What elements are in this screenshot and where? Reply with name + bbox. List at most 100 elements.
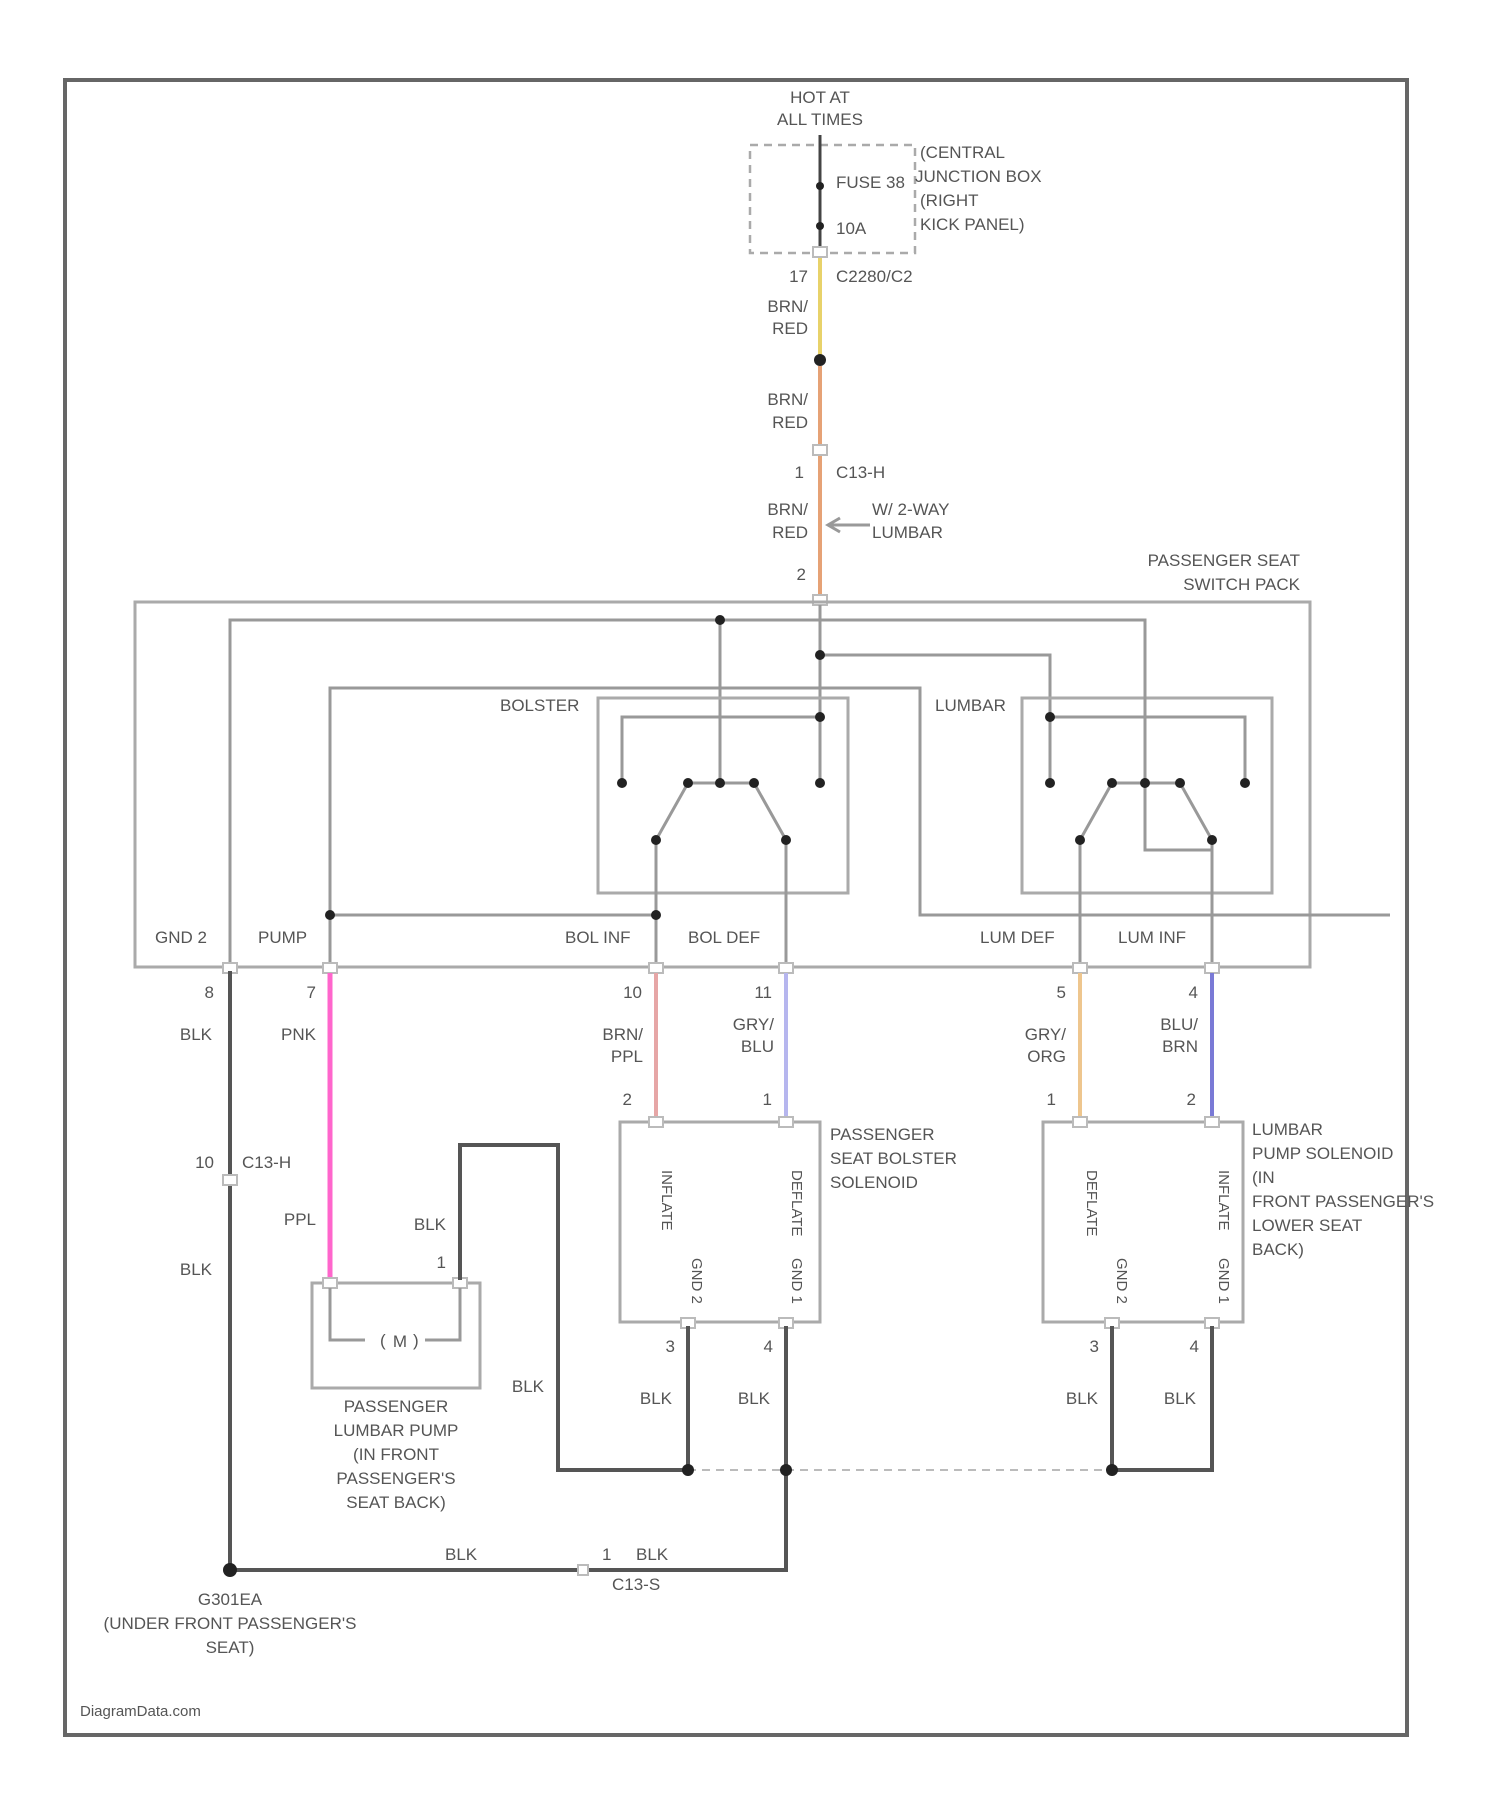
pin-label-bol-inf: BOL INF bbox=[565, 928, 631, 947]
lumdef-pin-number: 5 bbox=[1057, 983, 1066, 1002]
connector-c13h-lower bbox=[223, 1175, 237, 1185]
pump-pin-2: 1 bbox=[437, 1253, 446, 1272]
pump-motor-wire-left bbox=[330, 1288, 365, 1340]
pin-label-gnd2: GND 2 bbox=[155, 928, 207, 947]
wire-label-blk-1: BLK bbox=[180, 1025, 213, 1044]
lumbar-sol-title-3: (IN bbox=[1252, 1168, 1275, 1187]
cjb-label-4: KICK PANEL) bbox=[920, 215, 1025, 234]
connector-c2280 bbox=[813, 247, 827, 257]
splice-top bbox=[814, 354, 826, 366]
c2280-pin: 17 bbox=[789, 267, 808, 286]
wire-label-blk-7: BLK bbox=[1066, 1389, 1099, 1408]
wire-label-red-3: RED bbox=[772, 523, 808, 542]
ground-desc-1: (UNDER FRONT PASSENGER'S bbox=[104, 1614, 357, 1633]
switch-pack-internal-wiring bbox=[230, 605, 1390, 967]
bolster-gnd2-label: GND 2 bbox=[688, 1258, 705, 1304]
wire-label-brn-3: BRN/ bbox=[767, 500, 808, 519]
lumbar-sol-conn-2 bbox=[1205, 1117, 1219, 1127]
c13h-pin: 1 bbox=[795, 463, 804, 482]
luminf-pin-number: 4 bbox=[1189, 983, 1198, 1002]
pump-title-4: PASSENGER'S bbox=[336, 1469, 455, 1488]
bolinf-pin-number: 10 bbox=[623, 983, 642, 1002]
bolster-deflate-label: DEFLATE bbox=[788, 1170, 805, 1236]
pump-title-5: SEAT BACK) bbox=[346, 1493, 446, 1512]
bolster-sol-title-2: SEAT BOLSTER bbox=[830, 1149, 957, 1168]
pump-title-2: LUMBAR PUMP bbox=[334, 1421, 459, 1440]
wire-blk-pump-ground bbox=[460, 1145, 688, 1470]
c13h-lower-label: C13-H bbox=[242, 1153, 291, 1172]
wire-label-gry-org-1: GRY/ bbox=[1025, 1025, 1067, 1044]
pin-label-lum-def: LUM DEF bbox=[980, 928, 1055, 947]
switch-pack-title-1: PASSENGER SEAT bbox=[1148, 551, 1300, 570]
pin-label-lum-inf: LUM INF bbox=[1118, 928, 1186, 947]
bolster-sol-pin-1: 1 bbox=[763, 1090, 772, 1109]
bolster-gnd-pin-4: 4 bbox=[764, 1337, 773, 1356]
switch-pack-title-2: SWITCH PACK bbox=[1183, 575, 1300, 594]
pump-title-3: (IN FRONT bbox=[353, 1445, 439, 1464]
ground-name: G301EA bbox=[198, 1590, 263, 1609]
wire-label-blk-2: BLK bbox=[180, 1260, 213, 1279]
bolster-sol-title-3: SOLENOID bbox=[830, 1173, 918, 1192]
bolster-switch-terminals bbox=[325, 615, 825, 920]
watermark: DiagramData.com bbox=[80, 1703, 201, 1720]
lumbar-gnd-pin-3: 3 bbox=[1090, 1337, 1099, 1356]
pump-motor-wire-right bbox=[425, 1288, 460, 1340]
bolster-gnd-pin-3: 3 bbox=[666, 1337, 675, 1356]
wire-label-blk-8: BLK bbox=[1164, 1389, 1197, 1408]
bolster-sol-title-1: PASSENGER bbox=[830, 1125, 935, 1144]
lumbar-gnd-pin-4: 4 bbox=[1190, 1337, 1199, 1356]
bolster-label: BOLSTER bbox=[500, 696, 579, 715]
connector-c13s bbox=[578, 1565, 588, 1575]
lumbar-sol-title-4: FRONT PASSENGER'S bbox=[1252, 1192, 1434, 1211]
pump-motor-bracket-right: ) bbox=[413, 1331, 419, 1350]
c2280-label: C2280/C2 bbox=[836, 267, 913, 286]
wire-label-blk-4: BLK bbox=[512, 1377, 545, 1396]
w2way-label-1: W/ 2-WAY bbox=[872, 500, 949, 519]
w2way-label-2: LUMBAR bbox=[872, 523, 943, 542]
c13s-pin: 1 bbox=[602, 1545, 611, 1564]
wire-label-gry-blu-1: GRY/ bbox=[733, 1015, 775, 1034]
wire-label-brn-2: BRN/ bbox=[767, 390, 808, 409]
pump-pin-number: 7 bbox=[307, 983, 316, 1002]
lumbar-switch-box bbox=[1022, 698, 1272, 893]
c13s-label: C13-S bbox=[612, 1575, 660, 1594]
wire-label-gry-org-2: ORG bbox=[1027, 1047, 1066, 1066]
boldef-pin-number: 11 bbox=[754, 983, 772, 1002]
hot-label-1: HOT AT bbox=[790, 88, 850, 107]
lumbar-gnd2-label: GND 2 bbox=[1113, 1258, 1130, 1304]
wire-label-red-1: RED bbox=[772, 319, 808, 338]
pump-motor-bracket-left: ( bbox=[380, 1331, 386, 1350]
switch-pack-pin-2: 2 bbox=[797, 565, 806, 584]
c13h-label: C13-H bbox=[836, 463, 885, 482]
bolster-sol-pin-2: 2 bbox=[623, 1090, 632, 1109]
splice-lumbar-gnd bbox=[1106, 1464, 1118, 1476]
lumbar-switch-terminals bbox=[1045, 712, 1250, 845]
wire-label-red-2: RED bbox=[772, 413, 808, 432]
lumbar-sol-pin-1: 1 bbox=[1047, 1090, 1056, 1109]
connector-c13h-top bbox=[813, 445, 827, 455]
lumbar-sol-title-1: LUMBAR bbox=[1252, 1120, 1323, 1139]
bolster-gnd1-label: GND 1 bbox=[788, 1258, 805, 1304]
bolster-inflate-label: INFLATE bbox=[658, 1170, 675, 1231]
lumbar-inflate-label: INFLATE bbox=[1215, 1170, 1232, 1231]
lumbar-sol-title-6: BACK) bbox=[1252, 1240, 1304, 1259]
lumbar-sol-conn-1 bbox=[1073, 1117, 1087, 1127]
wire-label-pnk: PNK bbox=[281, 1025, 317, 1044]
pump-motor-symbol: M bbox=[393, 1332, 407, 1351]
diagram-frame bbox=[65, 80, 1407, 1735]
wire-label-brn-ppl-2: PPL bbox=[611, 1047, 643, 1066]
fuse-amp-label: 10A bbox=[836, 219, 867, 238]
ground-point-g301ea bbox=[223, 1563, 237, 1577]
c13h-lower-pin: 10 bbox=[195, 1153, 214, 1172]
lumbar-sol-pin-2: 2 bbox=[1187, 1090, 1196, 1109]
cjb-label-3: (RIGHT bbox=[920, 191, 979, 210]
bolster-sol-conn-2 bbox=[779, 1117, 793, 1127]
wire-label-brn-1: BRN/ bbox=[767, 297, 808, 316]
fuse-terminal-top bbox=[816, 182, 824, 190]
wire-label-blk-5: BLK bbox=[640, 1389, 673, 1408]
lumbar-solenoid-box bbox=[1043, 1122, 1243, 1322]
lumbar-sol-title-2: PUMP SOLENOID bbox=[1252, 1144, 1393, 1163]
wire-label-blu-brn-1: BLU/ bbox=[1160, 1015, 1198, 1034]
lumbar-deflate-label: DEFLATE bbox=[1083, 1170, 1100, 1236]
splice-bolster-gnd1 bbox=[780, 1464, 792, 1476]
